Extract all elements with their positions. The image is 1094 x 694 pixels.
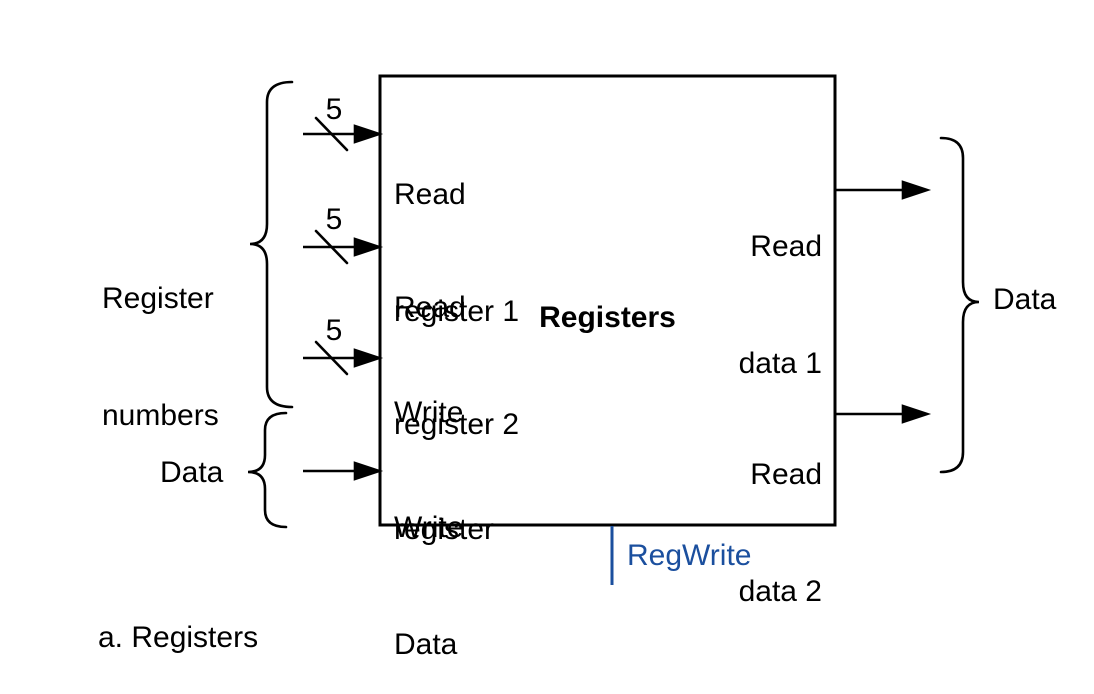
read-register-1-arrowhead (353, 124, 384, 144)
output-data-brace (939, 136, 980, 474)
register-numbers-brace (249, 80, 294, 409)
write-data-group-label: Data (160, 456, 224, 489)
read-data-2-arrowhead (901, 404, 932, 424)
write-data-arrowhead (353, 461, 384, 481)
register-numbers-group-label: Register numbers (102, 201, 219, 513)
port-label-line: Read (750, 458, 822, 491)
bus-slash-2 (314, 229, 349, 265)
bus-width-label-3: 5 (325, 314, 343, 347)
block-title: Registers (539, 301, 676, 334)
port-label-line: Read (750, 230, 822, 263)
port-label-line: Write (394, 396, 464, 429)
bus-width-label-1: 5 (325, 93, 343, 126)
port-label-line: Read (394, 178, 466, 211)
output-data-group-label: Data (993, 283, 1057, 316)
port-label-line: data 1 (738, 347, 822, 380)
port-label-line: Data (394, 628, 458, 661)
register-block-outline (378, 74, 837, 527)
figure-caption: a. Registers (98, 621, 259, 654)
bus-slash-3 (314, 340, 349, 376)
group-label-line: Register (102, 282, 214, 315)
port-label-write-register: Write register (394, 315, 494, 627)
group-label-line: numbers (102, 399, 219, 432)
port-label-line: Read (394, 291, 466, 324)
port-label-read-data-2: Read data 2 (682, 377, 822, 689)
write-register-arrowhead (353, 348, 384, 368)
port-label-line: data 2 (738, 575, 822, 608)
port-label-line: register (394, 513, 495, 546)
port-label-line: register 1 (394, 295, 520, 328)
bus-slash-1 (314, 116, 349, 152)
port-label-read-register-2: Read register 2 (394, 210, 519, 522)
read-data-1-arrowhead (901, 180, 932, 200)
port-label-line: Write (394, 511, 464, 544)
read-register-2-arrowhead (353, 237, 384, 257)
port-label-read-register-1: Read register 1 (394, 97, 519, 409)
port-label-line: register 2 (394, 408, 520, 441)
write-data-brace (247, 411, 288, 529)
bus-width-label-2: 5 (325, 203, 343, 236)
regwrite-label: RegWrite (627, 539, 752, 572)
port-label-read-data-1: Read data 1 (682, 149, 822, 461)
port-label-write-data: Write Data (394, 430, 463, 694)
